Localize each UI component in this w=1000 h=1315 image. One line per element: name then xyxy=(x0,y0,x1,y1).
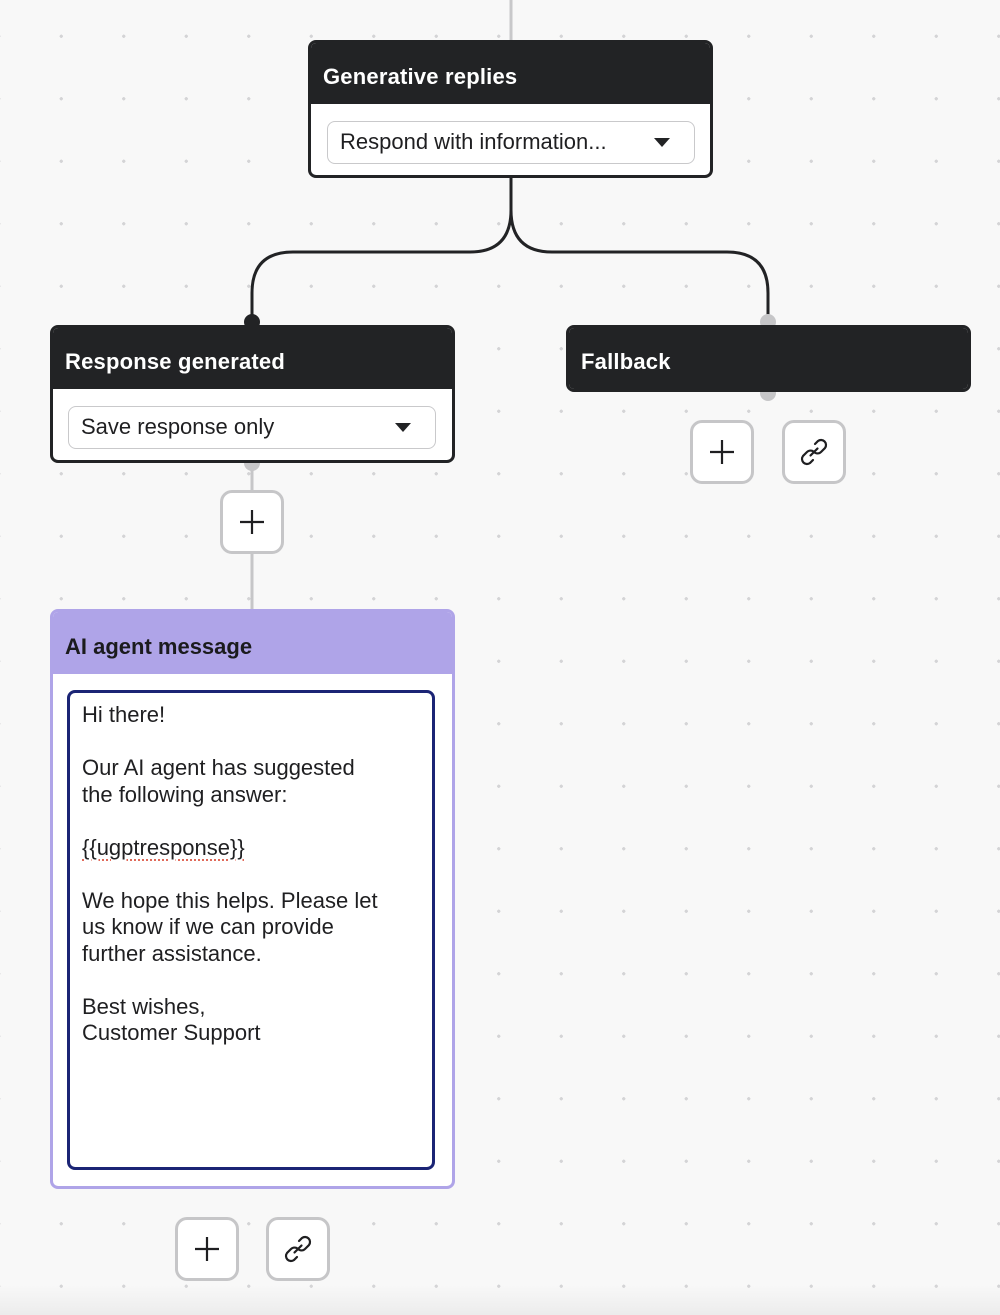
message-line: the following answer: xyxy=(82,781,288,807)
ai-agent-message-node[interactable]: AI agent message Hi there! Our AI agent … xyxy=(50,609,455,1189)
fallback-add-step-button[interactable] xyxy=(690,420,754,484)
node-title: Response generated xyxy=(53,328,452,389)
message-line: Customer Support xyxy=(82,1020,261,1045)
message-line: We hope this helps. Please let xyxy=(82,887,378,913)
response-generated-dropdown[interactable]: Save response only xyxy=(68,406,436,449)
message-line: us know if we can provide xyxy=(82,914,334,939)
message-textarea[interactable]: Hi there! Our AI agent has suggested the… xyxy=(67,690,435,1170)
node-title: Generative replies xyxy=(311,43,710,104)
message-link-button[interactable] xyxy=(266,1217,330,1281)
dropdown-value: Save response only xyxy=(81,414,275,439)
response-add-step-button[interactable] xyxy=(220,490,284,554)
plus-icon xyxy=(710,440,734,464)
generative-replies-dropdown[interactable]: Respond with information... xyxy=(327,121,695,164)
link-icon xyxy=(284,1235,312,1263)
node-title: AI agent message xyxy=(53,612,452,674)
canvas-bottom-edge xyxy=(0,1285,1000,1315)
message-line: Our AI agent has suggested xyxy=(82,755,355,780)
response-generated-node[interactable]: Response generated Save response only xyxy=(50,325,455,463)
message-line: Hi there! xyxy=(82,702,166,727)
caret-down-icon xyxy=(395,423,411,432)
plus-icon xyxy=(195,1237,219,1261)
fallback-link-button[interactable] xyxy=(782,420,846,484)
node-title: Fallback xyxy=(569,328,968,389)
link-icon xyxy=(800,438,828,466)
fallback-node[interactable]: Fallback xyxy=(566,325,971,392)
generative-replies-node[interactable]: Generative replies Respond with informat… xyxy=(308,40,713,178)
response-placeholder-token: {{ugptresponse}} xyxy=(82,834,245,860)
message-line: Best wishes, xyxy=(82,993,206,1019)
dropdown-value: Respond with information... xyxy=(340,129,607,154)
message-add-step-button[interactable] xyxy=(175,1217,239,1281)
plus-icon xyxy=(240,510,264,534)
caret-down-icon xyxy=(654,138,670,147)
message-line: further assistance. xyxy=(82,940,262,966)
